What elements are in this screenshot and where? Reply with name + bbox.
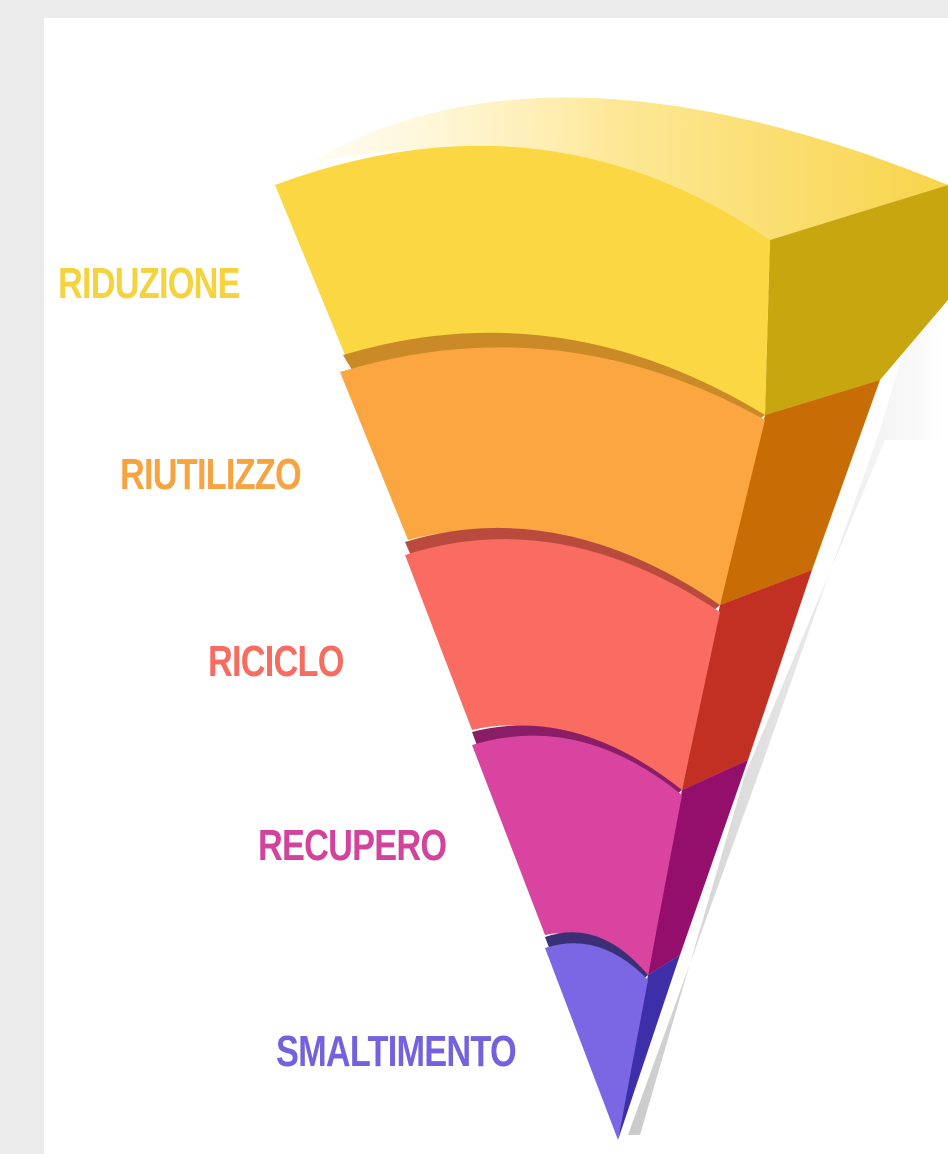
smaltimento-side-face xyxy=(618,955,680,1140)
riutilizzo-front-face xyxy=(340,347,765,605)
level-riduzione xyxy=(275,97,948,416)
label-riduzione: RIDUZIONE xyxy=(58,259,241,308)
label-riutilizzo: RIUTILIZZO xyxy=(120,450,302,499)
level-smaltimento xyxy=(545,932,680,1140)
level-riciclo xyxy=(405,527,812,790)
riciclo-front-face xyxy=(405,539,720,790)
recupero-side-face xyxy=(648,760,748,975)
level-recupero xyxy=(472,725,748,975)
smaltimento-front-face xyxy=(545,943,648,1140)
label-riciclo: RICICLO xyxy=(208,637,344,686)
label-recupero: RECUPERO xyxy=(258,821,447,870)
riduzione-side-face xyxy=(765,185,948,415)
label-smaltimento: SMALTIMENTO xyxy=(276,1027,517,1076)
riduzione-front-face xyxy=(275,145,770,416)
riciclo-side-face xyxy=(682,570,812,790)
pyramid-shadow xyxy=(628,205,948,1135)
level-riutilizzo xyxy=(340,332,880,605)
recupero-front-face xyxy=(472,735,682,975)
